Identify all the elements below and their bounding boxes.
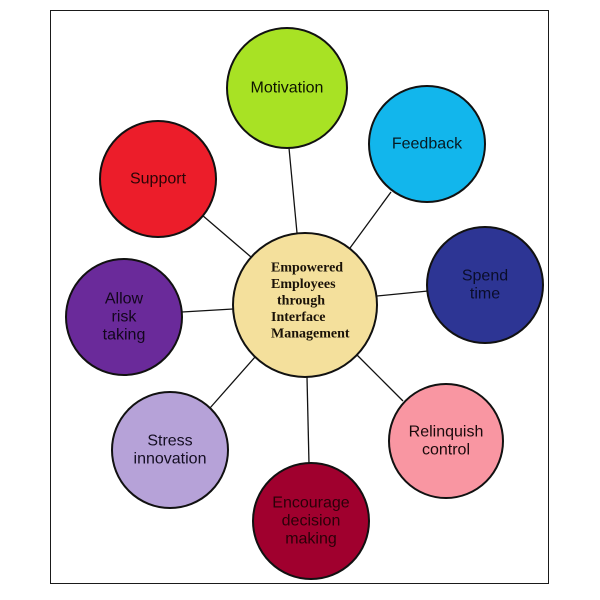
nodes: MotivationFeedbackSpendtimeRelinquishcon… xyxy=(65,27,544,580)
connector-feedback xyxy=(349,191,392,249)
node-circle-motivation xyxy=(226,27,348,149)
center-label-line-4: Interface xyxy=(271,310,325,325)
node-circle-encourage-decision-making xyxy=(252,462,370,580)
node-motivation: Motivation xyxy=(226,27,348,149)
center-label-line-5: Management xyxy=(271,327,350,342)
connector-allow-risk-taking xyxy=(181,308,234,313)
center-label-line-1: Empowered xyxy=(271,261,343,276)
node-label-support-line-1: Support xyxy=(130,171,187,188)
connector-relinquish-control xyxy=(356,354,404,402)
node-label-encourage-decision-making-line-2: decision xyxy=(282,513,341,530)
center-label-line-2: Employees xyxy=(271,277,336,292)
node-label-stress-innovation-line-2: innovation xyxy=(134,451,207,468)
node-circle-support xyxy=(99,120,217,238)
connector-spend-time xyxy=(376,290,429,297)
center-circle xyxy=(232,232,378,378)
node-label-allow-risk-taking-line-3: taking xyxy=(103,327,146,344)
node-circle-relinquish-control xyxy=(388,383,504,499)
node-label-encourage-decision-making-line-3: making xyxy=(285,531,337,548)
connectors xyxy=(181,147,429,465)
node-circle-stress-innovation xyxy=(111,391,229,509)
node-circle-spend-time xyxy=(426,226,544,344)
node-label-motivation-line-1: Motivation xyxy=(251,80,324,97)
node-circle-allow-risk-taking xyxy=(65,258,183,376)
node-label-spend-time-line-1: Spend xyxy=(462,268,508,285)
node-label-feedback-line-1: Feedback xyxy=(392,136,463,153)
node-label-allow-risk-taking-line-1: Allow xyxy=(105,291,144,308)
node-label-stress-innovation-line-1: Stress xyxy=(147,433,192,450)
node-support: Support xyxy=(99,120,217,238)
node-label-spend-time-line-2: time xyxy=(470,286,500,303)
center-label-line-3: through xyxy=(277,294,325,309)
node-label-allow-risk-taking-line-2: risk xyxy=(112,309,138,326)
connector-stress-innovation xyxy=(209,356,256,409)
node-label-encourage-decision-making-line-1: Encourage xyxy=(272,495,349,512)
connector-encourage-decision-making xyxy=(306,376,310,465)
node-feedback: Feedback xyxy=(368,85,486,203)
node-label-relinquish-control-line-1: Relinquish xyxy=(409,424,484,441)
node-circle-feedback xyxy=(368,85,486,203)
connector-motivation xyxy=(288,147,298,234)
connector-support xyxy=(201,214,252,258)
node-label-relinquish-control-line-2: control xyxy=(422,442,470,459)
